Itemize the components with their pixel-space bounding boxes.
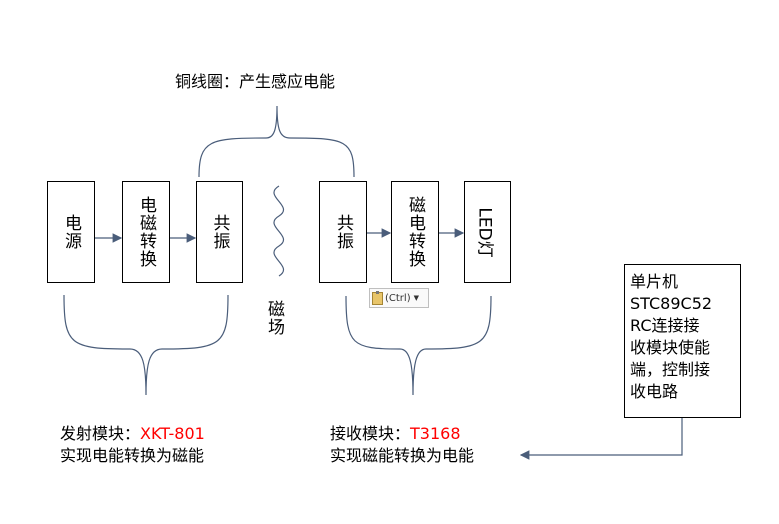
- mcu-line: 收模块使能: [630, 338, 711, 357]
- receiver-title: 接收模块：: [330, 424, 411, 443]
- mcu-line: RC连接接: [630, 316, 700, 335]
- arrow-mcu-to-receiver: [519, 418, 683, 460]
- top-brace: [198, 105, 355, 178]
- led-block-label: LED灯: [475, 206, 495, 258]
- receiver-title-line: 接收模块：T3168: [330, 423, 461, 445]
- e2m-block-label: 电磁转换: [136, 196, 156, 268]
- rx-resonance-block: 共振: [319, 181, 367, 283]
- receiver-brace: [345, 295, 492, 396]
- e2m-block: 电磁转换: [122, 181, 170, 283]
- mcu-line: 单片机: [630, 272, 679, 291]
- rx-resonance-label: 共振: [333, 214, 353, 250]
- mcu-line: 收电路: [630, 382, 679, 401]
- transmitter-model: XKT-801: [140, 424, 205, 443]
- magnetic-field-label: 磁场: [264, 300, 284, 336]
- mcu-block: 单片机 STC89C52 RC连接接 收模块使能 端，控制接 收电路: [624, 264, 741, 418]
- led-block: LED灯: [464, 181, 511, 283]
- tx-resonance-label: 共振: [209, 214, 230, 250]
- chevron-down-icon: ▼: [413, 294, 419, 302]
- receiver-model: T3168: [410, 424, 461, 443]
- clipboard-icon: [372, 290, 383, 305]
- transmitter-desc: 实现电能转换为磁能: [60, 446, 205, 465]
- tx-resonance-block: 共振: [196, 181, 243, 283]
- paste-options-button[interactable]: (Ctrl) ▼: [369, 288, 429, 308]
- magnetic-wave: [273, 185, 285, 277]
- mcu-line: 端，控制接: [630, 360, 711, 379]
- paste-options-label: (Ctrl): [385, 292, 411, 304]
- m2e-block-label: 磁电转换: [405, 196, 425, 268]
- coil-label: 铜线圈：产生感应电能: [175, 72, 336, 91]
- magnetic-field-label-wrap: 磁场: [264, 300, 284, 340]
- mcu-line: STC89C52: [630, 294, 713, 313]
- power-block-label: 电源: [61, 214, 81, 250]
- transmitter-title: 发射模块：: [60, 424, 141, 443]
- transmitter-title-line: 发射模块：XKT-801: [60, 423, 205, 445]
- transmitter-brace: [63, 294, 229, 396]
- power-block: 电源: [47, 181, 95, 283]
- m2e-block: 磁电转换: [391, 181, 439, 283]
- receiver-desc: 实现磁能转换为电能: [330, 446, 475, 465]
